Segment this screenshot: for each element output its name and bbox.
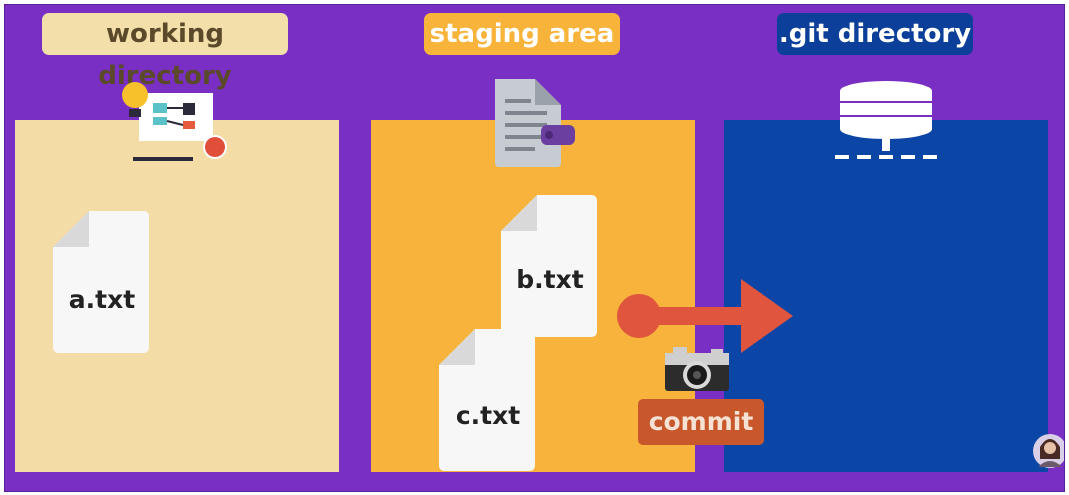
file-icon	[501, 195, 597, 337]
database-icon	[835, 81, 937, 159]
file-b: b.txt	[501, 195, 599, 339]
document-icon	[495, 79, 575, 167]
camera-icon	[665, 347, 729, 391]
commit-arrow	[617, 279, 793, 353]
git-directory-panel	[724, 120, 1048, 472]
staging-area-label: staging area	[424, 13, 620, 55]
file-icon	[53, 211, 149, 353]
working-directory-label: working directory	[42, 13, 288, 91]
avatar	[1033, 434, 1064, 468]
file-a: a.txt	[53, 211, 151, 355]
file-icon	[439, 329, 535, 471]
file-c-label: c.txt	[455, 401, 521, 430]
diagram-canvas: working directory staging area .git dire…	[4, 4, 1065, 492]
file-c: c.txt	[439, 329, 537, 473]
git-directory-label: .git directory	[777, 13, 973, 55]
commit-label: commit	[638, 399, 764, 445]
file-b-label: b.txt	[516, 265, 584, 294]
file-a-label: a.txt	[68, 285, 136, 314]
flowchart-whiteboard-icon	[122, 82, 227, 161]
